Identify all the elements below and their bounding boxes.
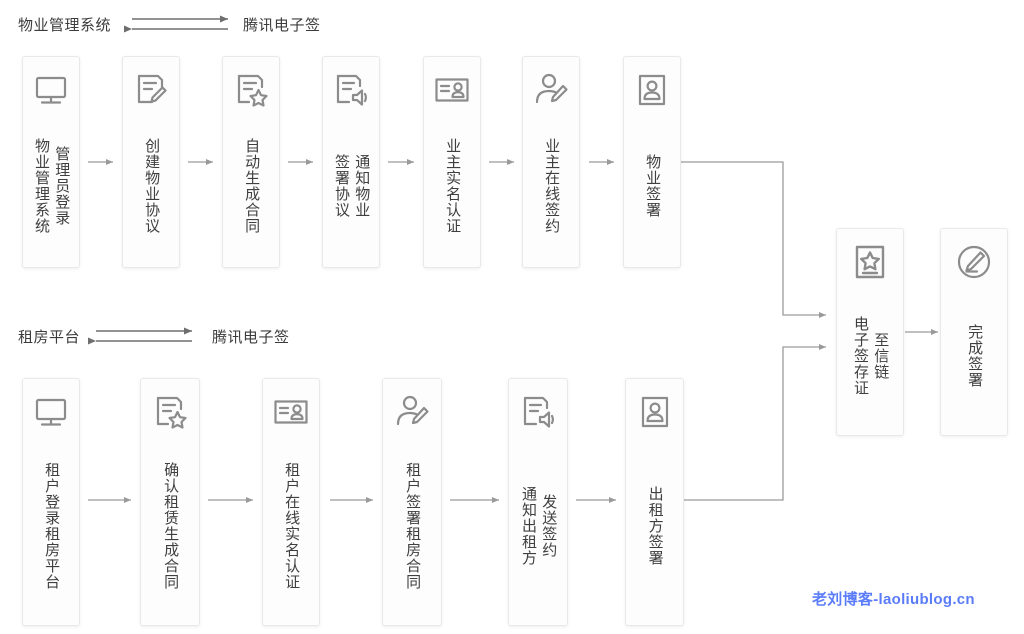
flow-node-row2-6[interactable]: 出租方签署 <box>625 378 684 626</box>
flow-node-label: 物业签署 <box>644 153 662 218</box>
flow-node-label: 创建物业协议 <box>143 137 161 234</box>
connector-row2-to-chain <box>684 344 826 501</box>
flow-node-label: 通知物业 <box>353 153 371 218</box>
flow-node-label: 至信链 <box>872 331 890 380</box>
flow-node-label: 租户签署租房合同 <box>404 461 422 590</box>
flow-node-label-group: 业主实名认证 <box>424 110 480 267</box>
flow-node-label: 完成签署 <box>966 323 984 388</box>
watermark: 老刘博客-laoliublog.cn <box>812 591 975 608</box>
flow-node-label-group: 创建物业协议 <box>123 110 179 267</box>
flow-node-end-2[interactable]: 完成签署 <box>940 228 1008 436</box>
person-pencil-icon <box>392 392 432 432</box>
monitor-icon <box>31 70 71 110</box>
flow-node-label-group: 租户登录租房平台 <box>23 432 79 625</box>
certificate-star-icon <box>850 242 890 282</box>
flow-node-end-1[interactable]: 至信链电子签存证 <box>836 228 904 436</box>
flow-node-row2-2[interactable]: 确认租赁生成合同 <box>140 378 200 626</box>
flow-node-label: 物业管理系统 <box>33 137 50 234</box>
flow-node-row1-1[interactable]: 管理员登录物业管理系统 <box>22 56 80 268</box>
id-card-icon <box>271 392 311 432</box>
flow-node-label-group: 管理员登录物业管理系统 <box>23 110 79 267</box>
flow-node-label: 确认租赁生成合同 <box>162 461 180 590</box>
section-header-rental: 租房平台 腾讯电子签 <box>18 326 290 347</box>
bidirectional-arrow-icon <box>90 327 202 347</box>
monitor-icon <box>31 392 71 432</box>
document-star-icon <box>231 70 271 110</box>
flow-node-label: 通知出租方 <box>520 485 537 566</box>
flow-node-label: 签署协议 <box>333 153 350 218</box>
section-header-property: 物业管理系统 腾讯电子签 <box>18 14 321 35</box>
flow-node-row2-3[interactable]: 租户在线实名认证 <box>262 378 320 626</box>
flow-node-label: 业主在线签约 <box>543 137 561 234</box>
document-speaker-icon <box>331 70 371 110</box>
flow-node-label-group: 发送签约通知出租方 <box>509 432 567 625</box>
flow-node-label: 租户在线实名认证 <box>283 461 301 590</box>
flow-node-row2-5[interactable]: 发送签约通知出租方 <box>508 378 568 626</box>
flow-node-label: 租户登录租房平台 <box>43 461 61 590</box>
circle-pencil-icon <box>954 242 994 282</box>
flow-node-label-group: 至信链电子签存证 <box>837 282 903 435</box>
connector-row1-to-chain <box>681 161 826 318</box>
flow-node-label-group: 物业签署 <box>624 110 680 267</box>
flow-node-row1-5[interactable]: 业主实名认证 <box>423 56 481 268</box>
flow-node-label: 发送签约 <box>540 493 558 558</box>
flow-node-label: 自动生成合同 <box>243 137 261 234</box>
flow-node-label: 电子签存证 <box>852 315 869 396</box>
person-pencil-icon <box>531 70 571 110</box>
bidirectional-arrow-icon <box>121 15 233 35</box>
section-left-label: 租房平台 <box>18 329 81 346</box>
flow-node-label-group: 租户签署租房合同 <box>383 432 441 625</box>
flow-node-label: 业主实名认证 <box>444 137 462 234</box>
flow-node-row2-4[interactable]: 租户签署租房合同 <box>382 378 442 626</box>
flow-node-row1-6[interactable]: 业主在线签约 <box>522 56 580 268</box>
flow-node-label-group: 业主在线签约 <box>523 110 579 267</box>
flow-node-label-group: 出租方签署 <box>626 432 683 625</box>
document-speaker-icon <box>518 392 558 432</box>
flow-node-label: 出租方签署 <box>646 485 664 566</box>
flow-node-label-group: 通知物业签署协议 <box>323 110 379 267</box>
flow-node-row1-3[interactable]: 自动生成合同 <box>222 56 280 268</box>
section-right-label: 腾讯电子签 <box>243 17 321 34</box>
id-card-icon <box>432 70 472 110</box>
flow-node-label-group: 确认租赁生成合同 <box>141 432 199 625</box>
section-left-label: 物业管理系统 <box>18 17 112 34</box>
flow-node-label-group: 自动生成合同 <box>223 110 279 267</box>
person-card-icon <box>635 392 675 432</box>
document-pencil-icon <box>131 70 171 110</box>
section-right-label: 腾讯电子签 <box>212 329 290 346</box>
flow-node-label-group: 完成签署 <box>941 282 1007 435</box>
person-card-icon <box>632 70 672 110</box>
flow-node-row1-4[interactable]: 通知物业签署协议 <box>322 56 380 268</box>
flow-node-row1-2[interactable]: 创建物业协议 <box>122 56 180 268</box>
flow-node-label: 管理员登录 <box>53 145 71 226</box>
flow-node-row1-7[interactable]: 物业签署 <box>623 56 681 268</box>
flow-node-row2-1[interactable]: 租户登录租房平台 <box>22 378 80 626</box>
document-star-icon <box>150 392 190 432</box>
flow-node-label-group: 租户在线实名认证 <box>263 432 319 625</box>
